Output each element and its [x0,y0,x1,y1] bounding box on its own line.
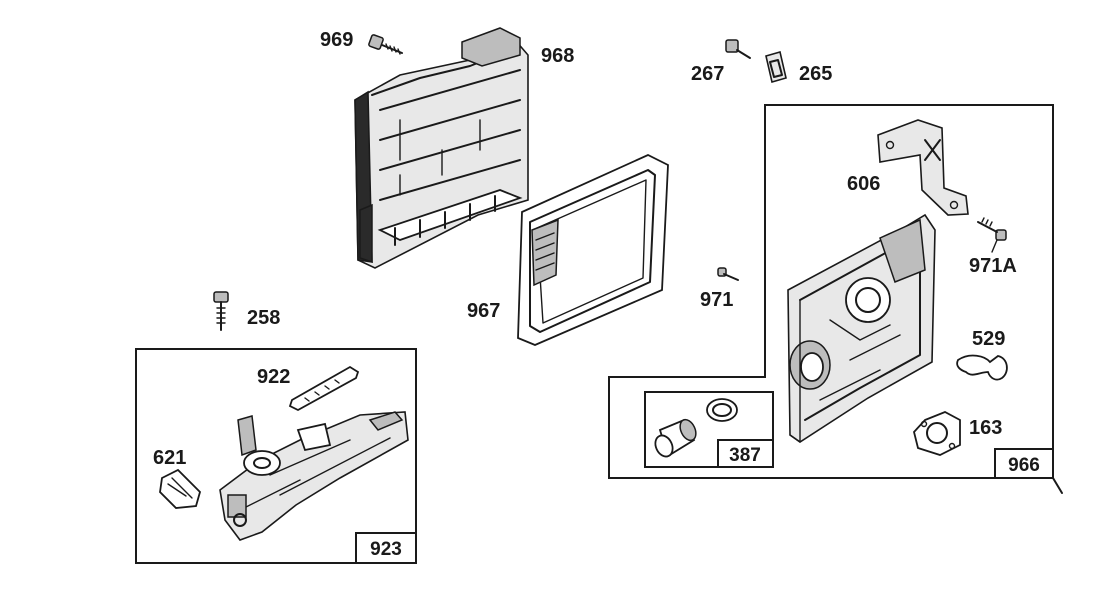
part-387-filter-element [654,418,697,458]
callout-529: 529 [972,328,1005,350]
part-969-screw [368,34,403,55]
box-923-frame: 923 [135,348,417,564]
part-265-clip [765,50,787,84]
box-966-frame: 966 [608,104,1063,494]
part-968-housing [354,27,529,269]
callout-163: 163 [969,417,1002,439]
callout-621: 621 [153,447,186,469]
callout-968: 968 [541,45,574,67]
callout-267: 267 [691,63,724,85]
part-258-bolt [213,291,229,331]
callout-971a: 971A [969,255,1017,277]
box-387-frame: 387 [644,391,774,468]
part-971a-screw [977,217,1007,241]
callout-971: 971 [700,289,733,311]
box-387-label: 387 [729,445,761,466]
callout-265: 265 [799,63,832,85]
part-163-gasket [913,411,961,456]
callout-922: 922 [257,366,290,388]
part-621-clip [159,468,202,509]
callout-606: 606 [847,173,880,195]
callout-258: 258 [247,307,280,329]
part-971-screw [717,267,739,281]
part-529-tube [956,354,1008,381]
part-606-bracket [877,119,969,216]
leader-lines [991,239,998,253]
box-966-label: 966 [1008,455,1040,476]
box-923-label: 923 [370,539,402,560]
part-966-body [787,213,936,443]
callout-969: 969 [320,29,353,51]
part-922-link [288,365,360,412]
part-923-bracket [219,411,409,541]
part-967-filter [517,154,669,346]
callout-967: 967 [467,300,500,322]
part-387-ring [706,398,738,422]
part-267-screw [725,39,751,59]
